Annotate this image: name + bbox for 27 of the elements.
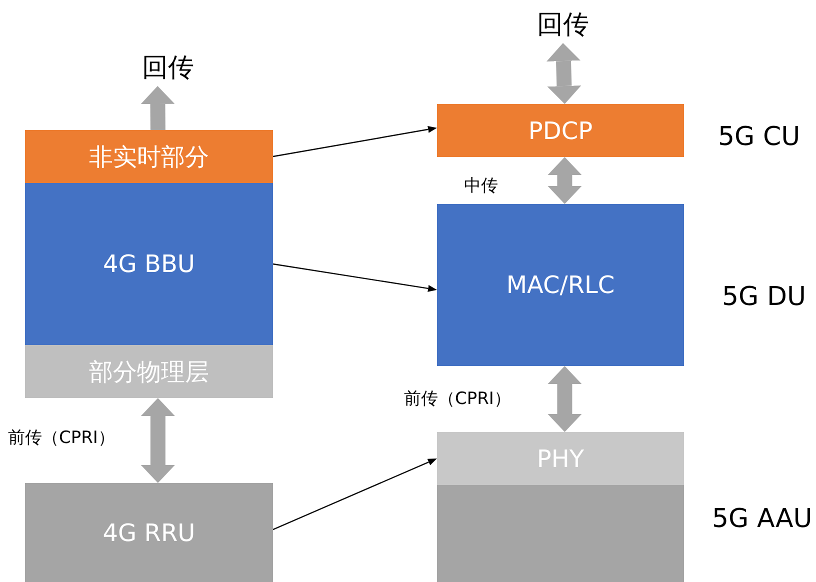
arrow [272, 126, 437, 158]
backhaul-label: 回传 [537, 8, 589, 42]
layer-box [25, 183, 273, 345]
layer-box [437, 104, 684, 157]
double-arrow [548, 366, 582, 432]
unit-label: 5G AAU [712, 504, 812, 534]
backhaul-label: 回传 [142, 52, 194, 84]
empty-box [437, 485, 684, 582]
layer-box [25, 483, 273, 582]
layer-box [437, 204, 684, 366]
layer-label: PDCP [528, 116, 593, 144]
unit-label: 5G DU [722, 282, 806, 312]
arrow [272, 263, 437, 292]
layer-box [25, 130, 273, 183]
arrow [272, 458, 437, 530]
double-arrow [548, 157, 582, 204]
layer-label: 4G BBU [103, 250, 195, 278]
layer-box [25, 345, 273, 398]
double-arrow [140, 398, 175, 483]
layer-box [437, 432, 684, 485]
layer-label: 非实时部分 [89, 142, 209, 172]
unit-label: 5G CU [718, 122, 800, 152]
layer-label: MAC/RLC [506, 271, 615, 299]
double-arrow [546, 43, 582, 104]
layer-label: 部分物理层 [89, 356, 209, 388]
arrow [140, 86, 175, 130]
layer-label: 4G RRU [102, 518, 196, 546]
